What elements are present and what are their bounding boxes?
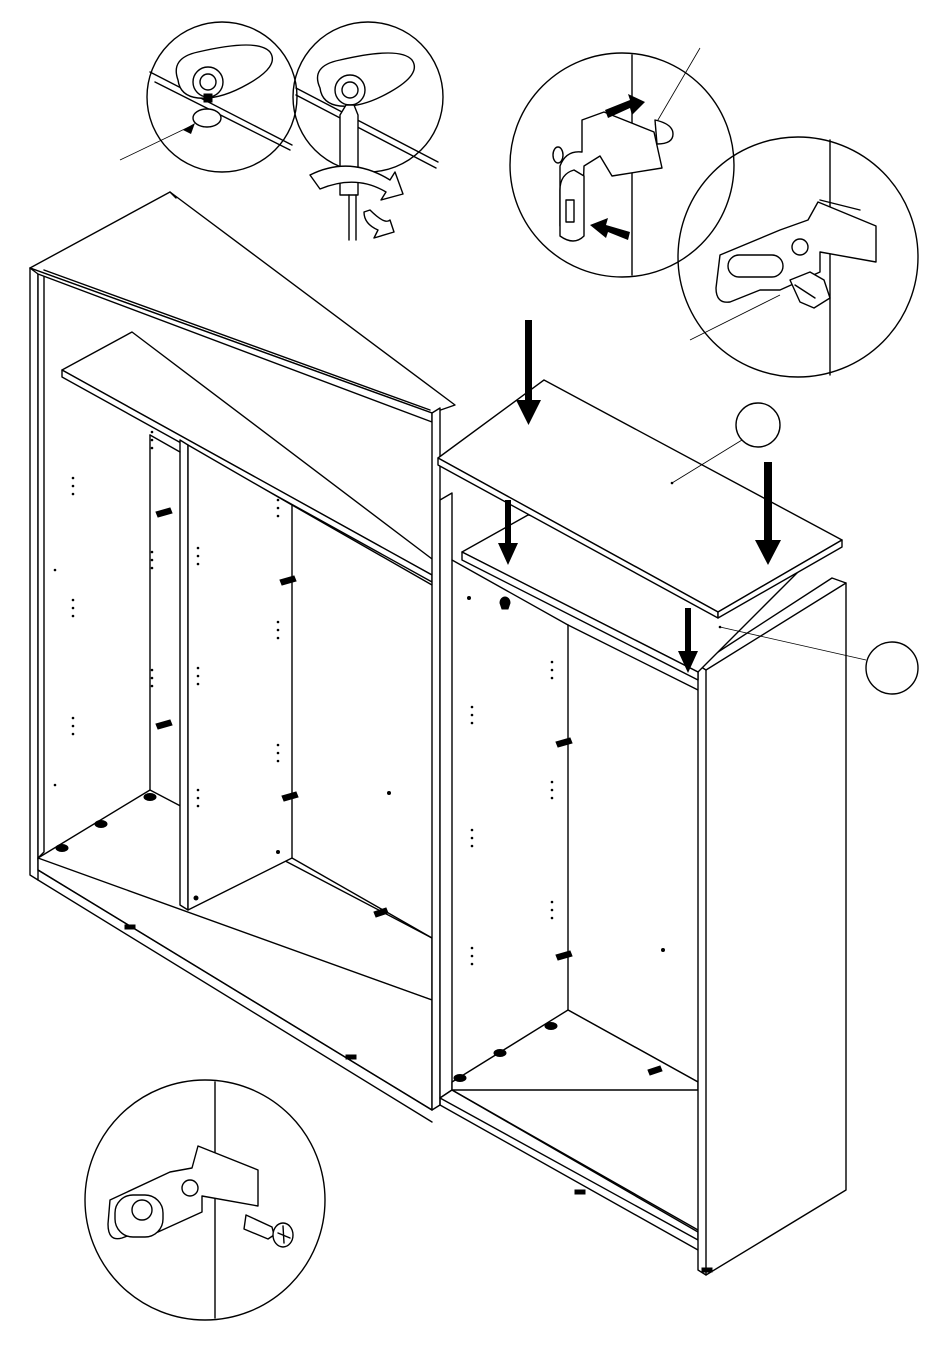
left-side-panel-face xyxy=(38,270,44,858)
right-side-panel xyxy=(698,578,846,1275)
detail-bracket-screw-bottom xyxy=(85,1080,325,1320)
detail-cam-lock-turn xyxy=(293,22,443,240)
left-right-side-edge xyxy=(432,408,440,1110)
left-wardrobe-carcass xyxy=(30,192,455,1122)
right-bottom-panel xyxy=(452,1010,698,1090)
detail-cam-lock-insert xyxy=(120,22,297,172)
right-cabinet-shelf-supports xyxy=(454,597,662,1082)
detail-bracket-slide xyxy=(510,48,734,277)
right-left-side-edge xyxy=(440,493,452,1098)
left-side-panel-edge xyxy=(30,268,38,880)
right-plinth-edge xyxy=(440,1090,698,1240)
left-divider-face xyxy=(188,445,292,910)
detail-bracket-screw-top xyxy=(678,137,918,377)
left-divider-edge xyxy=(180,440,188,910)
